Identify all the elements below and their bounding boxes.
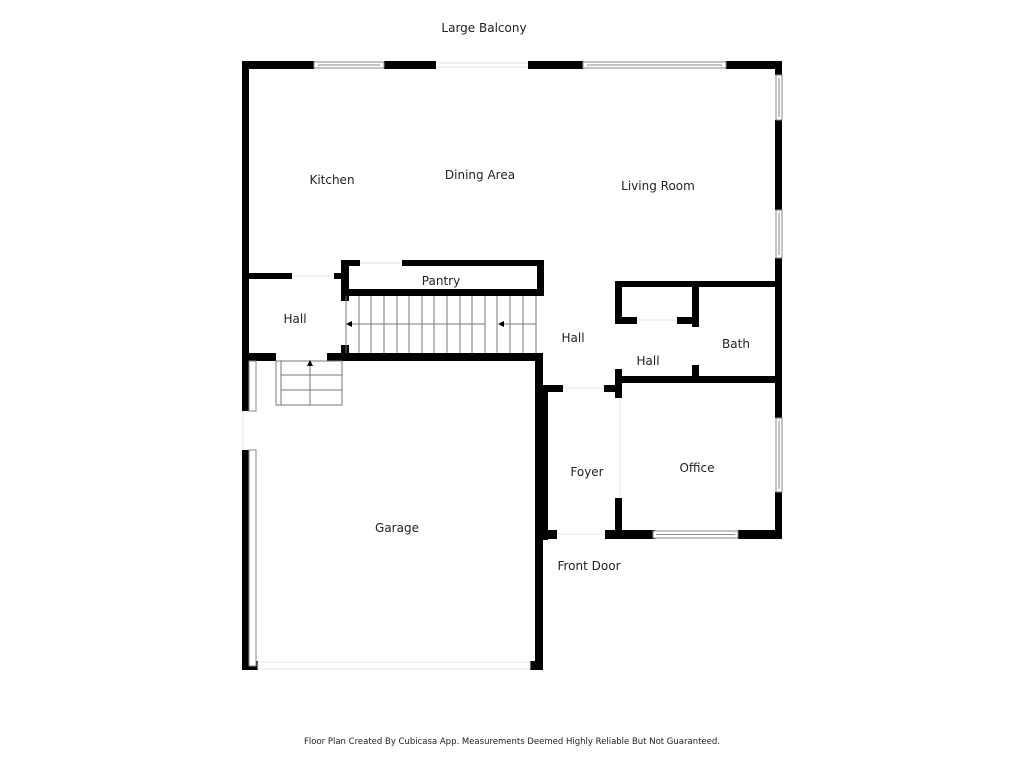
- front-door-label: Front Door: [557, 559, 621, 573]
- room-label-bath: Bath: [722, 337, 750, 351]
- windows: [248, 61, 783, 667]
- room-label-hall-central: Hall: [561, 331, 585, 345]
- room-label-garage: Garage: [375, 521, 419, 535]
- room-label-dining-area: Dining Area: [444, 168, 516, 182]
- main-staircase: [345, 296, 537, 353]
- room-label-living-room: Living Room: [621, 179, 695, 193]
- room-label-pantry: Pantry: [421, 274, 461, 288]
- room-label-office: Office: [679, 461, 715, 475]
- walls: [242, 61, 782, 670]
- balcony-label: Large Balcony: [441, 21, 527, 35]
- room-label-hall-east: Hall: [636, 354, 660, 368]
- room-label-hall-west: Hall: [283, 312, 307, 326]
- garage-staircase: [275, 360, 343, 406]
- openings: [242, 62, 677, 670]
- room-label-kitchen: Kitchen: [309, 173, 355, 187]
- disclaimer-footer: Floor Plan Created By Cubicasa App. Meas…: [304, 737, 720, 747]
- room-label-foyer: Foyer: [570, 465, 604, 479]
